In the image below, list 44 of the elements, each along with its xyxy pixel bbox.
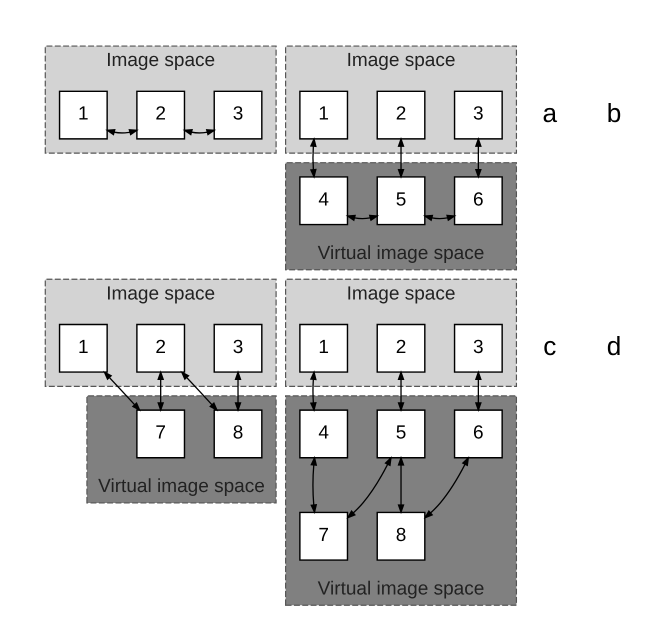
node-box: 8 xyxy=(213,409,262,458)
arrow xyxy=(234,370,241,412)
node-box: 3 xyxy=(453,90,502,140)
node-box: 8 xyxy=(376,512,426,561)
arrow xyxy=(474,137,482,179)
node-box: 5 xyxy=(376,409,426,458)
label: c xyxy=(542,330,556,361)
node-box: 6 xyxy=(453,409,502,458)
label: d xyxy=(606,330,621,361)
node-box: 7 xyxy=(136,409,185,458)
label: a xyxy=(542,98,557,128)
arrow xyxy=(310,456,317,514)
arrow xyxy=(474,370,482,412)
node-box: 5 xyxy=(376,176,426,226)
arrow xyxy=(156,370,164,412)
arrow xyxy=(397,456,404,514)
arrow xyxy=(423,456,469,520)
arrow xyxy=(397,137,404,179)
node-box: 3 xyxy=(213,324,262,373)
node-box: 2 xyxy=(376,324,426,373)
arrow xyxy=(180,370,218,412)
node-box: 4 xyxy=(298,409,348,458)
node-box: 3 xyxy=(453,324,502,373)
node-box: 1 xyxy=(58,90,108,140)
arrow xyxy=(309,370,316,412)
node-box: 2 xyxy=(136,324,185,373)
node-box: 7 xyxy=(298,512,348,561)
node-box: 3 xyxy=(213,90,262,140)
arrow xyxy=(345,214,379,222)
node-box: 1 xyxy=(298,90,348,140)
arrow xyxy=(104,129,138,136)
node-box: 1 xyxy=(58,324,108,373)
node-box: 2 xyxy=(376,90,426,140)
arrow xyxy=(182,129,216,136)
arrow xyxy=(309,137,316,179)
node-box: 2 xyxy=(136,90,185,140)
arrow xyxy=(397,370,404,412)
label: b xyxy=(606,98,621,128)
node-box: 6 xyxy=(453,176,502,226)
arrow xyxy=(102,370,140,412)
node-box: 4 xyxy=(298,176,348,226)
arrow xyxy=(422,214,456,222)
node-box: 1 xyxy=(298,324,348,373)
arrow xyxy=(346,456,392,520)
